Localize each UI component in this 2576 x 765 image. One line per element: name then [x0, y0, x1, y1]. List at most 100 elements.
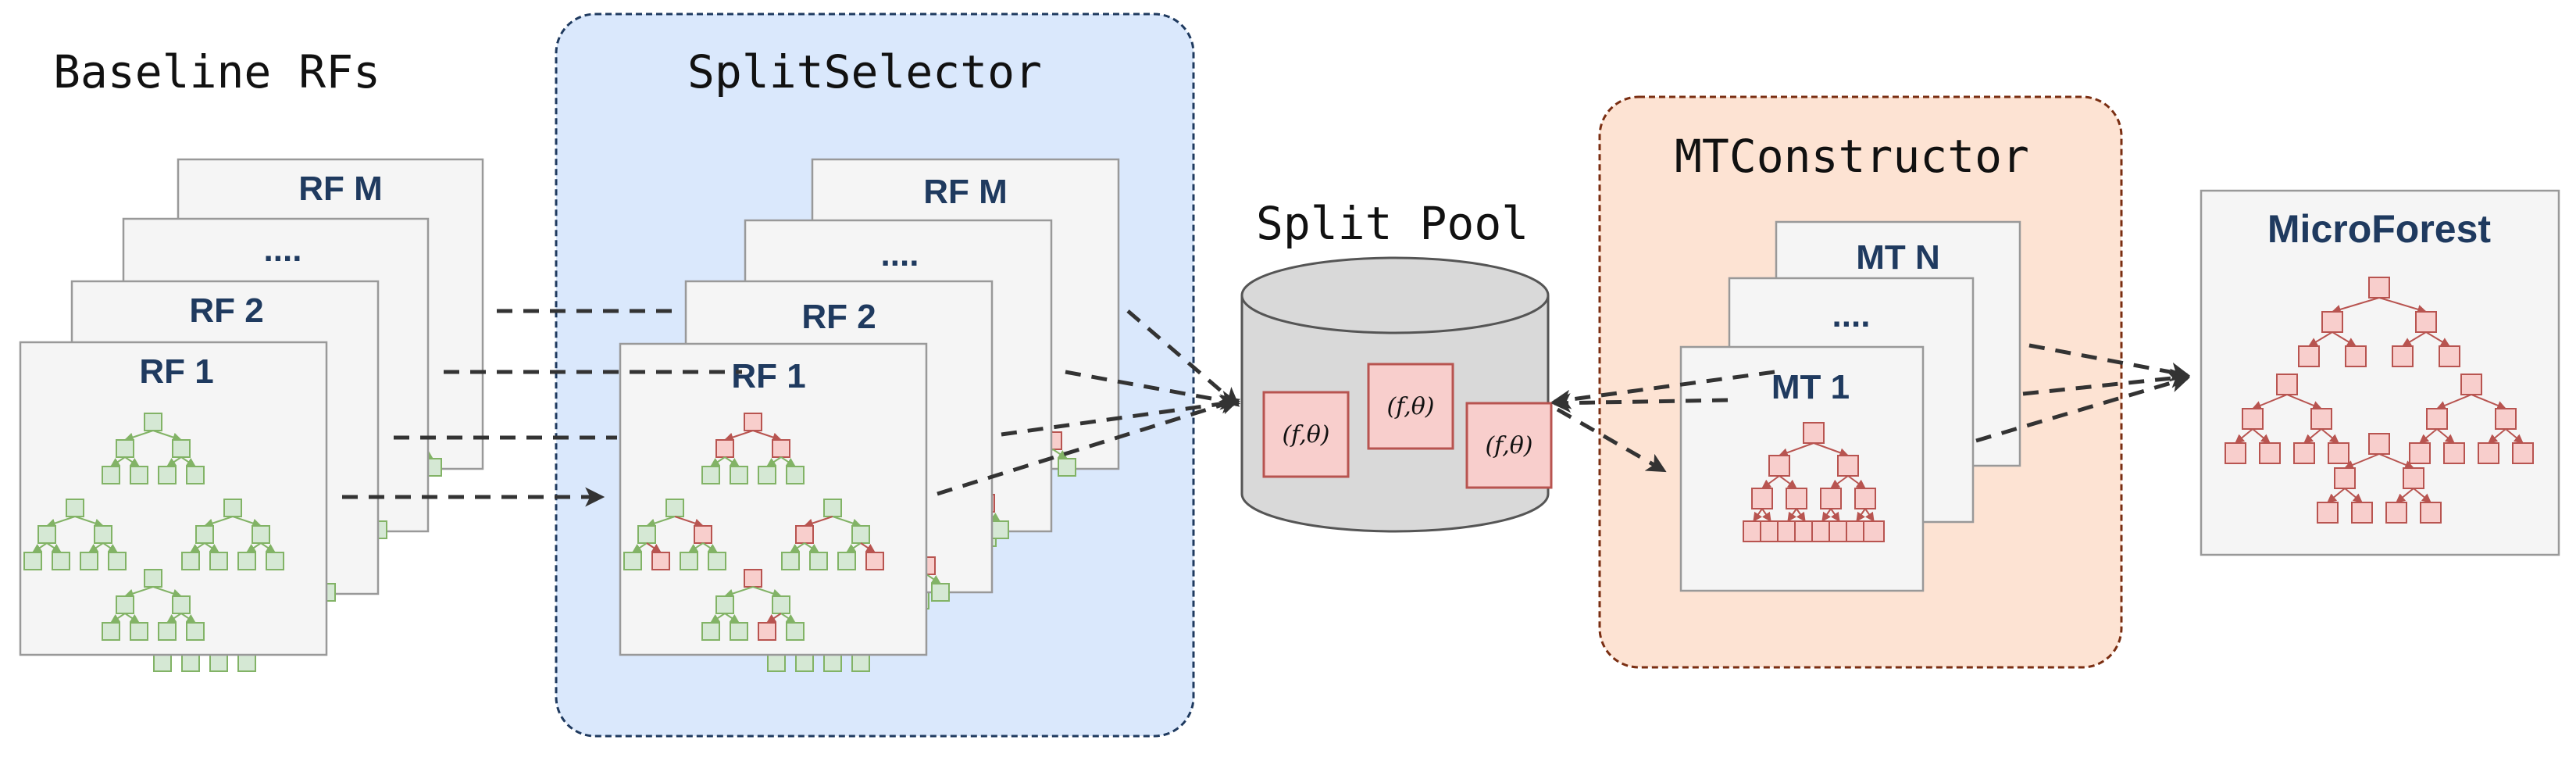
mt-card-1: MT 1	[1679, 345, 1925, 592]
selected-split-node	[2385, 502, 2407, 524]
tree-edge	[2332, 331, 2357, 347]
mt-card-1-label: MT 1	[1771, 368, 1850, 406]
arrow-selector-to-pool-3	[1001, 394, 1241, 437]
selected-split-node	[2512, 442, 2534, 464]
selected-split-node	[744, 569, 762, 588]
tree-node	[172, 595, 191, 614]
microforest-title: MicroForest	[2267, 207, 2492, 251]
splitselector-rf-card-ellipsis-label: ....	[881, 235, 919, 273]
tree-edge	[766, 613, 782, 624]
tree-edge	[780, 456, 796, 467]
baseline-rf-card-ellipsis-label: ....	[264, 231, 302, 269]
tree-node	[80, 552, 98, 570]
tree-edge	[688, 542, 704, 553]
tree-edge	[1761, 508, 1771, 522]
tree-edge	[2235, 428, 2253, 444]
tree-edge	[152, 586, 183, 599]
tree-node	[116, 595, 134, 614]
arrow-pool-to-mt	[1556, 407, 1667, 473]
tree-node	[209, 653, 228, 672]
tree-node	[758, 466, 776, 484]
tree-node	[186, 622, 205, 641]
tree-edge	[1778, 442, 1814, 457]
tree-edge	[152, 430, 183, 442]
tree-edge	[2413, 488, 2432, 503]
splitselector-rf-card-1-label: RF 1	[731, 357, 805, 395]
tree-node	[23, 552, 42, 570]
tree-edge	[2303, 428, 2322, 444]
tree-edge	[1813, 442, 1850, 457]
tree-edge	[803, 516, 833, 528]
tree-edge	[88, 542, 104, 553]
tree-node	[715, 595, 734, 614]
tree-edge	[645, 516, 676, 528]
tree-node	[37, 525, 56, 544]
tree-edge	[166, 456, 182, 467]
tree-edge	[1761, 475, 1780, 489]
tree-node	[730, 622, 748, 641]
tree-node	[823, 653, 842, 672]
tree-node	[795, 653, 814, 672]
selected-split-node	[2259, 442, 2281, 464]
tree-node	[781, 552, 800, 570]
selected-split-node	[1820, 488, 1842, 509]
tree-edge	[2327, 488, 2346, 503]
splitselector-rf-card-2-label: RF 2	[801, 298, 876, 336]
tree-edge	[232, 516, 262, 528]
selected-split-node	[758, 622, 776, 641]
tree-node	[130, 622, 148, 641]
tree-node	[623, 552, 642, 570]
selected-split-node	[2345, 345, 2367, 367]
selected-split-node	[2276, 374, 2298, 395]
split-item-3-label: (f,θ)	[1485, 432, 1532, 459]
tree-edge	[45, 516, 76, 528]
arrow-mt-to-forest-3	[1975, 373, 2190, 443]
tree-edge	[1779, 475, 1797, 489]
split-item-1-label: (f,θ)	[1282, 421, 1329, 449]
baseline-rf-stack: RF M .... RF 2 RF 1	[19, 158, 484, 672]
split-item-2: (f,θ)	[1367, 363, 1454, 450]
split-item-2-label: (f,θ)	[1386, 393, 1434, 420]
tree-edge	[2286, 394, 2323, 410]
tree-edge	[724, 613, 740, 624]
selected-split-node	[795, 525, 814, 544]
tree-edge	[46, 542, 62, 553]
tree-edge	[1052, 449, 1068, 459]
tree-node	[786, 622, 805, 641]
selected-split-node	[2351, 502, 2373, 524]
tree-edge	[204, 542, 219, 553]
baseline-rfs-title: Baseline RFs	[53, 45, 380, 98]
tree-node	[94, 525, 112, 544]
tree-node	[186, 466, 205, 484]
tree-node	[102, 622, 120, 641]
selected-split-node	[2334, 467, 2356, 489]
tree-edge	[1787, 508, 1797, 522]
tree-edge	[860, 542, 876, 553]
selected-split-node	[2415, 311, 2437, 333]
selected-split-node	[2420, 502, 2442, 524]
split-pool-title: Split Pool	[1256, 197, 1529, 250]
tree-edge	[1821, 508, 1832, 522]
tree-edge	[710, 613, 726, 624]
split-item-1: (f,θ)	[1262, 391, 1350, 478]
selected-split-node	[2298, 345, 2320, 367]
tree-edge	[2436, 428, 2455, 444]
tree-edge	[246, 542, 262, 553]
selected-split-node	[651, 552, 670, 570]
selected-split-node	[2317, 502, 2339, 524]
selected-split-node	[1803, 422, 1825, 444]
splitselector-rf-stack: RF M .... RF 2 RF 1	[619, 158, 1120, 672]
selected-split-node	[694, 525, 712, 544]
tree-edge	[123, 586, 154, 599]
tree-edge	[110, 456, 126, 467]
tree-node	[637, 525, 656, 544]
tree-edge	[2378, 453, 2415, 470]
selected-split-node	[2310, 408, 2332, 430]
tree-node	[851, 525, 870, 544]
tree-edge	[110, 613, 126, 624]
tree-edge	[804, 542, 819, 553]
selected-split-node	[2460, 374, 2482, 395]
tree-edge	[2321, 428, 2339, 444]
tree-edge	[2435, 394, 2472, 410]
arrow-mt-to-forest-1	[2028, 343, 2191, 382]
